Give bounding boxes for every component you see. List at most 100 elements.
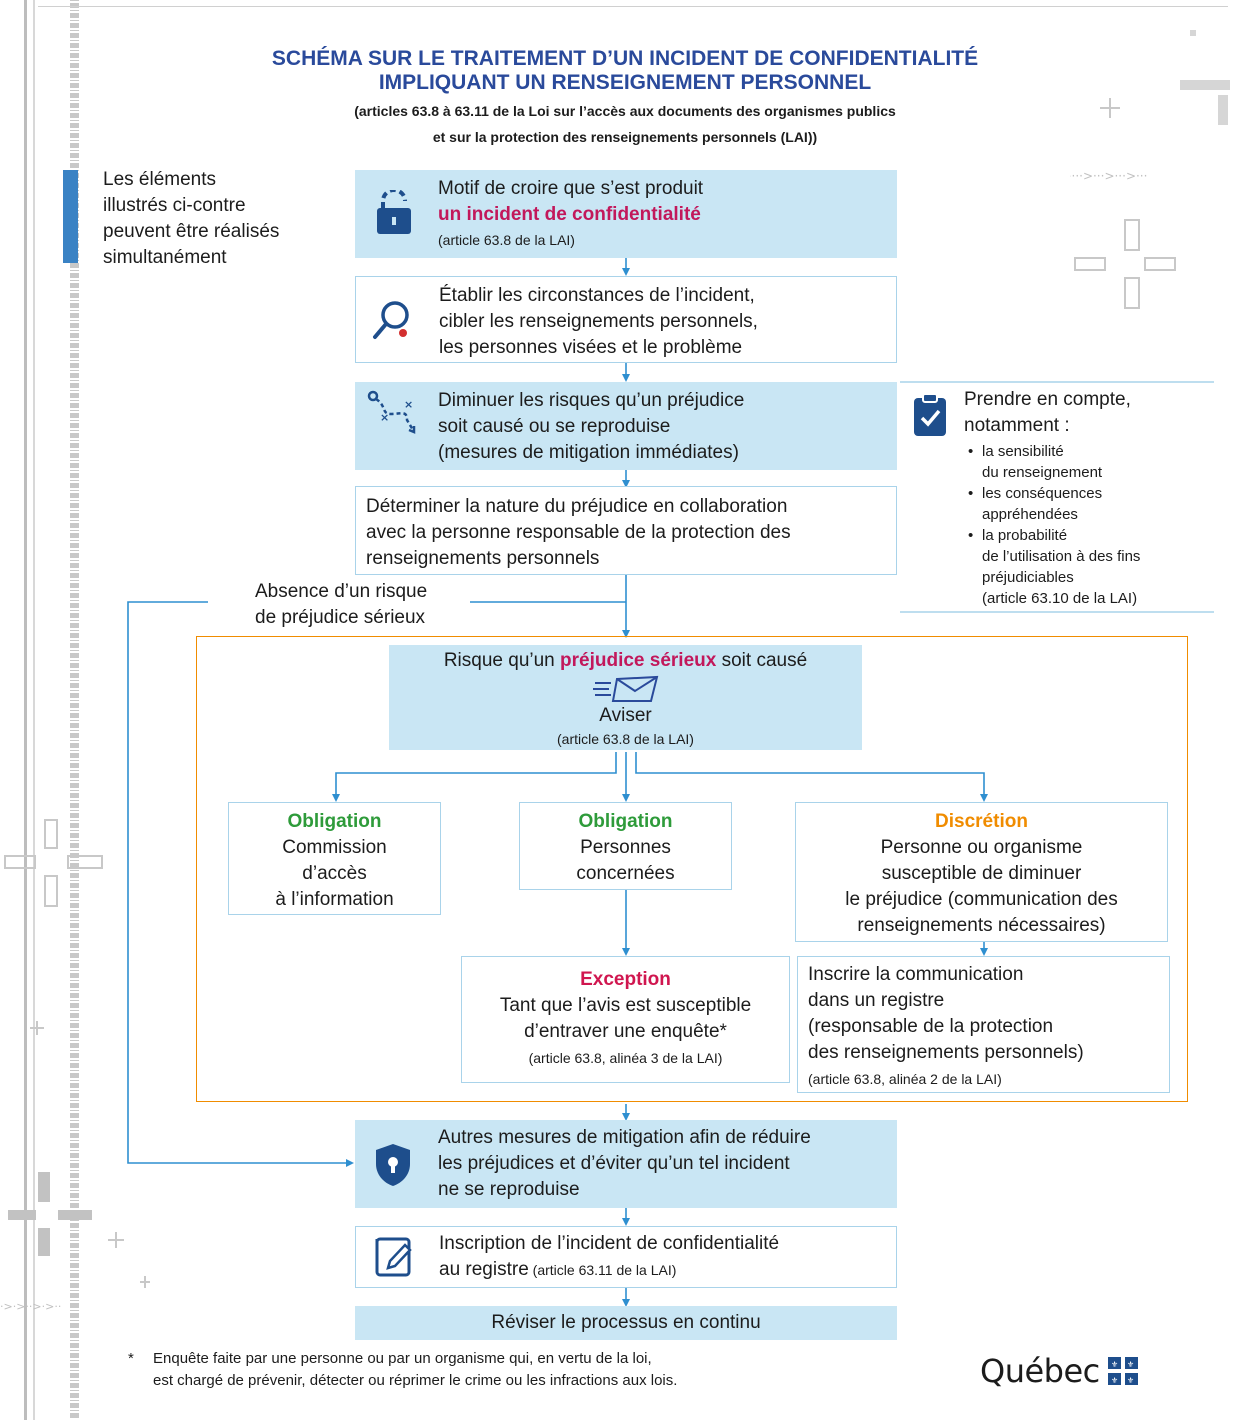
register-communication-box: Inscrire la communication dans un regist… [797,956,1170,1093]
risk-notify-box: Risque qu’un préjudice sérieux soit caus… [389,645,862,750]
risk-highlight: préjudice sérieux [560,650,717,671]
step-mitigation-box: × × Diminuer les risques qu’un préjudice… [355,382,897,470]
step-line: avec la personne responsable de la prote… [366,522,791,543]
logo-text: Québec [980,1352,1100,1390]
article-ref: (article 63.8 de la LAI) [438,232,575,248]
step-line: soit causé ou se reproduise [438,416,671,437]
svg-text:⚜: ⚜ [1111,1376,1118,1385]
notepad-pen-icon [375,1237,412,1277]
consider-item: la probabilité de l’utilisation à des fin… [968,525,1214,609]
register-line: dans un registre [808,990,945,1011]
frame-line [33,0,35,1420]
page-title-line2: IMPLIQUANT UN RENSEIGNEMENT PERSONNEL [378,71,872,94]
page-subtitle-line1: (articles 63.8 à 63.11 de la Loi sur l’a… [354,103,896,119]
consider-heading: Prendre en compte, [964,389,1131,410]
step-line: les personnes visées et le problème [439,337,743,358]
article-ref: (article 63.8 de la LAI) [557,731,694,747]
obligation-line: concernées [576,863,675,884]
register-inscription-box: Inscription de l’incident de confidentia… [355,1226,897,1288]
register-line: (responsable de la protection [808,1016,1054,1037]
discretion-line: renseignements nécessaires) [857,915,1106,936]
consider-heading: notamment : [964,415,1070,436]
decorative-cross-icon: ·>·>··>·>·· [0,819,150,1313]
frame-line [24,0,27,1420]
shield-lock-icon [376,1144,410,1186]
svg-text:⚜: ⚜ [1127,1360,1134,1369]
svg-text:⚜: ⚜ [1111,1360,1118,1369]
consider-item-text: la probabilité [982,527,1068,544]
footnote: * Enquête faite par une personne ou par … [128,1348,888,1392]
exception-box: Exception Tant que l’avis est susceptibl… [461,956,790,1083]
consider-item-text: du renseignement [982,464,1103,481]
exception-heading: Exception [580,969,671,990]
consider-item-text: préjudiciables [982,569,1074,586]
obligation-line: à l’information [275,889,394,910]
step-harm-nature-text: Déterminer la nature du préjudice en col… [366,494,891,572]
consider-item-text: de l’utilisation à des fins [982,548,1141,565]
step-line: Diminuer les risques qu’un préjudice [438,390,745,411]
article-ref: (article 63.8, alinéa 3 de la LAI) [528,1050,723,1066]
register-line: des renseignements personnels) [808,1042,1084,1063]
inscription-line: Inscription de l’incident de confidentia… [439,1233,780,1254]
footnote-line: est chargé de prévenir, détecter ou répr… [153,1372,678,1389]
other-mitigation-text: Autres mesures de mitigation afin de réd… [438,1125,893,1203]
svg-text:·>·>··>·>··: ·>·>··>·>·· [0,1300,61,1313]
step-incident-line: Motif de croire que s’est produit [438,178,704,199]
consider-item-text: les conséquences [982,485,1103,502]
legend-line: simultanément [103,247,227,268]
obligation-heading: Obligation [578,811,673,832]
step-incident-box: Motif de croire que s’est produit un inc… [355,170,897,258]
svg-text:×: × [404,398,413,411]
article-ref: (article 63.8, alinéa 2 de la LAI) [808,1071,1002,1087]
article-ref: (article 63.10 de la LAI) [982,590,1138,607]
clipboard-check-icon [914,393,946,436]
page-title-line1: SCHÉMA SUR LE TRAITEMENT D’UN INCIDENT D… [271,47,979,70]
discretion-line: le préjudice (communication des [845,889,1118,910]
mitigation-line: les préjudices et d’éviter qu’un tel inc… [438,1153,790,1174]
legend-line: peuvent être réalisés [103,221,280,242]
quebec-flag-icon: ⚜ ⚜ ⚜ ⚜ [1108,1357,1139,1385]
discretion-box: Discrétion Personne ou organisme suscept… [795,802,1168,942]
exception-line: Tant que l’avis est susceptible [499,995,752,1016]
absence-line: Absence d’un risque [255,581,428,602]
step-incident-text: Motif de croire que s’est produit un inc… [438,176,888,250]
incident-highlight: un incident de confidentialité [438,204,701,225]
obligation-commission-box: Obligation Commission d’accès à l’inform… [228,802,441,915]
legend-text: Les éléments illustrés ci-contre peuvent… [103,167,343,271]
step-line: cibler les renseignements personnels, [439,311,758,332]
magnifier-icon [373,301,409,339]
obligation-heading: Obligation [287,811,382,832]
decorative-strip [70,0,79,1420]
step-line: renseignements personnels [366,548,600,569]
register-text: Inscrire la communication dans un regist… [808,962,1163,1089]
step-line: Établir les circonstances de l’incident, [439,285,755,306]
review-label: Réviser le processus en continu [491,1312,761,1333]
obligation-line: d’accès [302,863,367,884]
exception-line: d’entraver une enquête* [524,1021,727,1042]
quebec-logo: Québec ⚜ ⚜ ⚜ ⚜ [980,1352,1139,1390]
step-mitigation-text: Diminuer les risques qu’un préjudice soi… [438,388,888,466]
page-subtitle-line2: et sur la protection des renseignements … [432,129,818,145]
register-line: Inscrire la communication [808,964,1024,985]
step-circumstances-text: Établir les circonstances de l’incident,… [439,283,889,361]
review-process-box: Réviser le processus en continu [355,1306,897,1340]
inscription-line: au registre [439,1259,529,1280]
obligation-persons-box: Obligation Personnes concernées [519,802,732,890]
envelope-icon [592,675,658,702]
mitigation-line: Autres mesures de mitigation afin de réd… [438,1127,811,1148]
decorative-cross-icon: ···>···>···>···>··· [1070,30,1230,309]
risk-text: Risque qu’un [443,650,561,671]
mitigation-line: ne se reproduise [438,1179,580,1200]
svg-text:⚜: ⚜ [1127,1376,1134,1385]
legend-line: Les éléments [103,169,217,190]
step-line: (mesures de mitigation immédiates) [438,442,739,463]
legend-bar [63,170,78,263]
other-mitigation-box: Autres mesures de mitigation afin de réd… [355,1120,897,1208]
risk-heading: Risque qu’un préjudice sérieux soit caus… [389,648,862,674]
serious-risk-frame [196,636,1188,1102]
padlock-open-icon [377,190,411,234]
absence-label: Absence d’un risque de préjudice sérieux [255,579,475,631]
discretion-line: susceptible de diminuer [881,863,1082,884]
